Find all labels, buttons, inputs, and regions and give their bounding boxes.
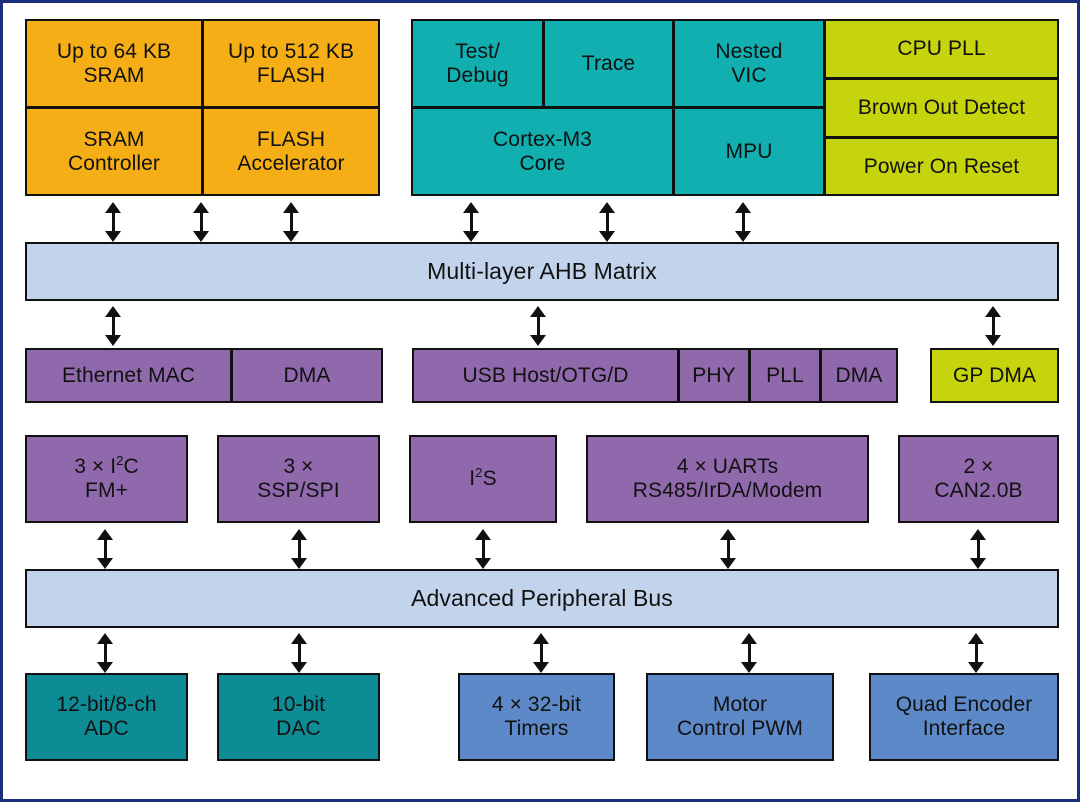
block-usb-host-otg-device-label: USB Host/OTG/D — [462, 363, 629, 387]
connector-can-to-apb — [968, 529, 988, 569]
block-dac-line1: 10-bit — [271, 693, 326, 717]
connector-apb-to-motor-pwm — [739, 633, 759, 673]
block-power-on-reset: Power On Reset — [824, 137, 1059, 196]
connector-apb-to-dac — [289, 633, 309, 673]
block-uarts: 4 × UARTs RS485/IrDA/Modem — [586, 435, 869, 523]
block-can: 2 × CAN2.0B — [898, 435, 1059, 523]
block-flash-accelerator-line1: FLASH — [256, 127, 326, 151]
connector-apb-to-adc — [95, 633, 115, 673]
block-ethernet-mac-label: Ethernet MAC — [61, 363, 196, 387]
block-can-line2: CAN2.0B — [934, 479, 1023, 502]
connector-ssp-to-apb — [289, 529, 309, 569]
block-i2c: 3 × I2C FM+ — [25, 435, 188, 523]
block-flash-accelerator: FLASH Accelerator — [202, 107, 380, 196]
block-usb-pll-label: PLL — [766, 363, 804, 387]
block-brown-out-detect-label: Brown Out Detect — [857, 96, 1026, 120]
block-usb-pll: PLL — [749, 348, 821, 403]
block-ethernet-dma-label: DMA — [283, 363, 331, 387]
block-ssp-spi-line1: 3 × — [283, 455, 314, 479]
bus-multi-layer-ahb-matrix-label: Multi-layer AHB Matrix — [427, 257, 657, 284]
block-gp-dma: GP DMA — [930, 348, 1059, 403]
block-usb-dma: DMA — [820, 348, 898, 403]
bus-multi-layer-ahb-matrix: Multi-layer AHB Matrix — [25, 242, 1059, 301]
block-trace: Trace — [543, 19, 674, 108]
connector-core-to-ahb — [597, 202, 617, 242]
block-i2c-line2: FM+ — [85, 479, 128, 502]
block-dac-line2: DAC — [276, 717, 321, 740]
block-sram-line1: Up to 64 KB — [56, 39, 172, 63]
block-usb-phy: PHY — [678, 348, 750, 403]
block-i2s: I2S — [409, 435, 557, 523]
block-cpu-pll-label: CPU PLL — [897, 37, 986, 61]
block-timers-line2: Timers — [504, 717, 569, 740]
block-motor-control-pwm-line2: Control PWM — [677, 717, 803, 740]
block-motor-control-pwm: Motor Control PWM — [646, 673, 834, 761]
connector-uarts-to-apb — [718, 529, 738, 569]
block-quad-encoder-interface: Quad Encoder Interface — [869, 673, 1059, 761]
connector-debug-to-ahb — [461, 202, 481, 242]
bus-advanced-peripheral-bus: Advanced Peripheral Bus — [25, 569, 1059, 628]
block-usb-phy-label: PHY — [692, 363, 736, 387]
connector-apb-to-quad-encoder — [966, 633, 986, 673]
block-adc-line1: 12-bit/8-ch — [56, 693, 157, 717]
block-sram-line2: SRAM — [83, 63, 145, 87]
connector-flash-to-ahb — [191, 202, 211, 242]
block-motor-control-pwm-line1: Motor — [712, 693, 768, 717]
block-flash: Up to 512 KB FLASH — [202, 19, 380, 108]
connector-apb-to-timers — [531, 633, 551, 673]
block-sram-controller: SRAM Controller — [25, 107, 203, 196]
block-adc-line2: ADC — [84, 717, 129, 740]
block-cortex-m3-core-line2: Core — [519, 151, 566, 175]
block-nested-vic-line1: Nested — [715, 39, 783, 63]
block-flash-accelerator-line2: Accelerator — [237, 151, 345, 175]
block-quad-encoder-interface-line1: Quad Encoder — [895, 693, 1033, 717]
block-can-line1: 2 × — [963, 455, 994, 479]
connector-sram-to-ahb — [103, 202, 123, 242]
connector-ahb-to-ethernet — [103, 306, 123, 346]
block-ssp-spi: 3 × SSP/SPI — [217, 435, 380, 523]
connector-i2c-to-apb — [95, 529, 115, 569]
connector-ahb-to-usb — [528, 306, 548, 346]
block-flash-line2: FLASH — [256, 63, 326, 87]
block-test-debug-line1: Test/ — [455, 39, 500, 63]
connector-mpu-to-ahb — [733, 202, 753, 242]
block-nested-vic: Nested VIC — [673, 19, 825, 108]
bus-advanced-peripheral-bus-label: Advanced Peripheral Bus — [411, 584, 673, 611]
block-i2s-line1: I2S — [469, 465, 497, 491]
block-usb-host-otg-device: USB Host/OTG/D — [412, 348, 679, 403]
block-cortex-m3-core-line1: Cortex-M3 — [493, 127, 592, 151]
block-trace-label: Trace — [581, 51, 636, 75]
block-test-debug: Test/ Debug — [411, 19, 544, 108]
block-dac: 10-bit DAC — [217, 673, 380, 761]
block-timers: 4 × 32-bit Timers — [458, 673, 615, 761]
block-test-debug-line2: Debug — [446, 63, 509, 87]
connector-flash-accel-to-ahb — [281, 202, 301, 242]
block-nested-vic-line2: VIC — [731, 63, 767, 87]
block-sram: Up to 64 KB SRAM — [25, 19, 203, 108]
block-brown-out-detect: Brown Out Detect — [824, 78, 1059, 138]
block-power-on-reset-label: Power On Reset — [863, 154, 1020, 178]
connector-i2s-to-apb — [473, 529, 493, 569]
block-mpu: MPU — [673, 107, 825, 196]
block-uarts-line2: RS485/IrDA/Modem — [632, 479, 823, 502]
block-ethernet-dma: DMA — [231, 348, 383, 403]
block-sram-controller-line2: Controller — [67, 151, 161, 175]
block-usb-dma-label: DMA — [835, 363, 883, 387]
block-ethernet-mac: Ethernet MAC — [25, 348, 232, 403]
block-flash-line1: Up to 512 KB — [227, 39, 355, 63]
block-i2c-line1: 3 × I2C — [74, 453, 139, 479]
block-cortex-m3-core: Cortex-M3 Core — [411, 107, 674, 196]
block-mpu-label: MPU — [725, 139, 773, 163]
block-uarts-line1: 4 × UARTs — [676, 455, 779, 479]
block-quad-encoder-interface-line2: Interface — [922, 717, 1006, 740]
block-adc: 12-bit/8-ch ADC — [25, 673, 188, 761]
block-timers-line1: 4 × 32-bit — [491, 693, 582, 717]
block-ssp-spi-line2: SSP/SPI — [257, 479, 340, 502]
block-sram-controller-line1: SRAM — [83, 127, 145, 151]
block-cpu-pll: CPU PLL — [824, 19, 1059, 79]
connector-ahb-to-gpdma — [983, 306, 1003, 346]
block-gp-dma-label: GP DMA — [952, 363, 1037, 387]
